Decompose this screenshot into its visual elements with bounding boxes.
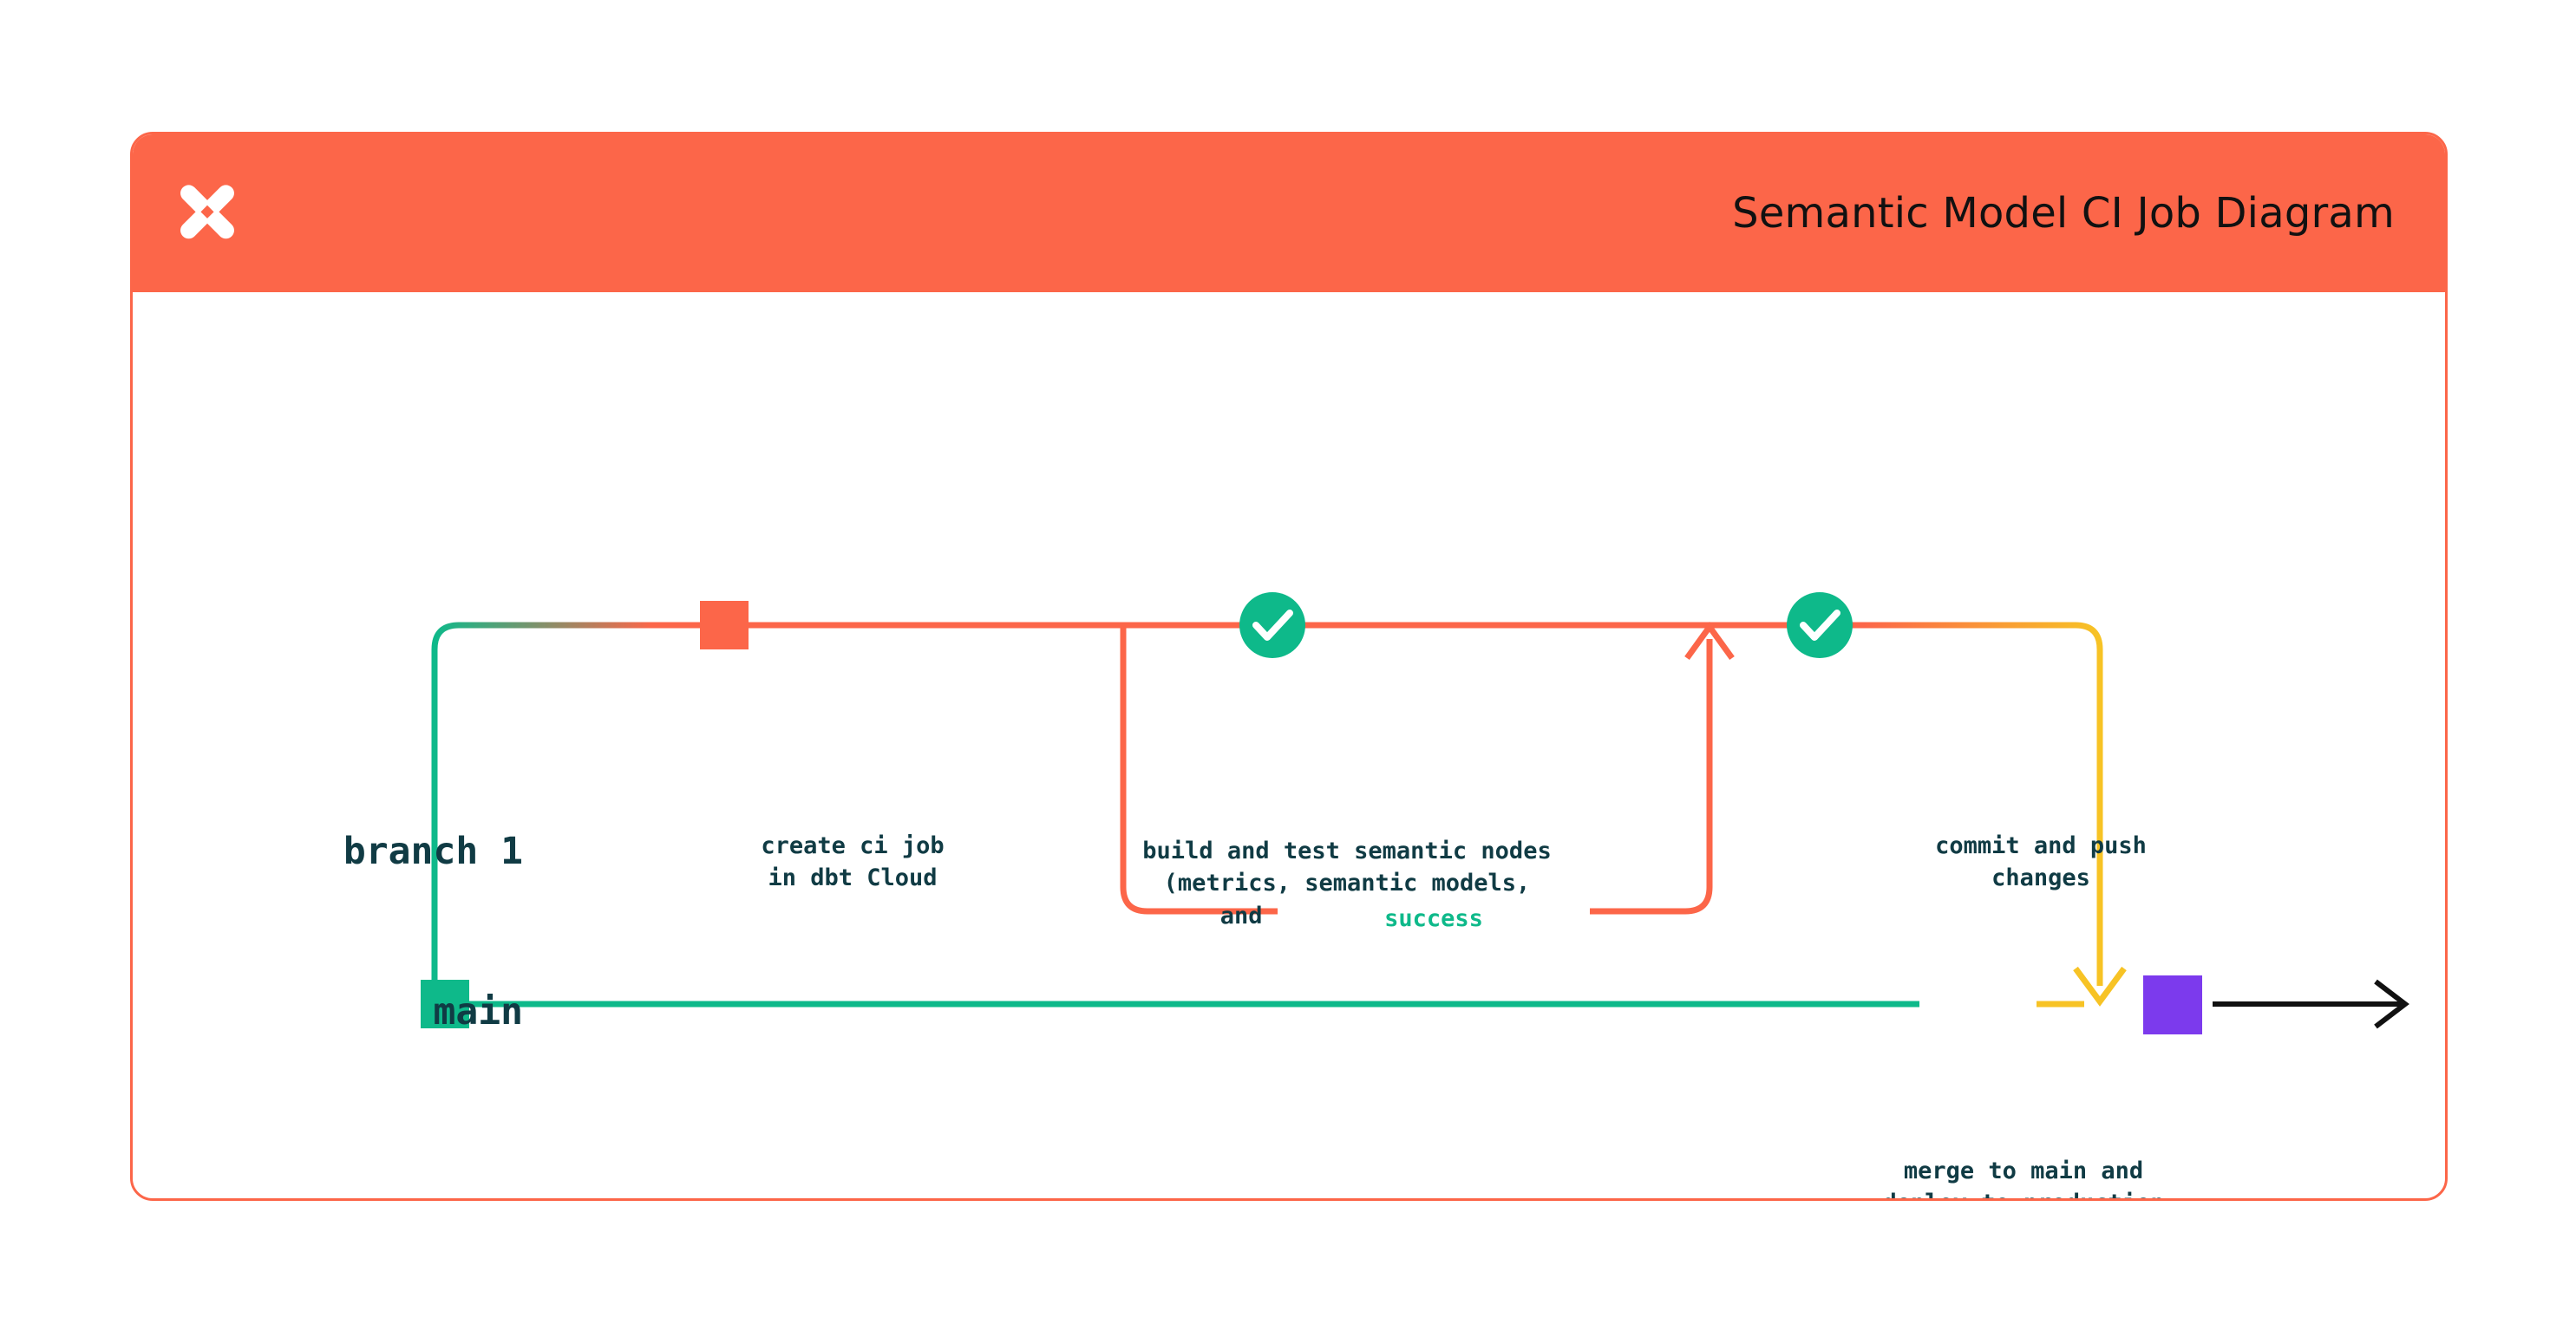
- dbt-x-logo-icon: [171, 177, 244, 250]
- page-title: Semantic Model CI Job Diagram: [1732, 189, 2395, 238]
- diagram-body: branch 1 main create ci job in dbt Cloud…: [133, 292, 2445, 1198]
- node-label-merge-to-main: merge to main and deploy to production: [1882, 1158, 2164, 1198]
- merge-to-main-marker: [2143, 975, 2202, 1034]
- diagram-card: Semantic Model CI Job Diagram: [130, 132, 2448, 1201]
- merge-arrowhead-icon: [2073, 966, 2127, 1007]
- lane-label-main: main: [433, 990, 523, 1034]
- card-header: Semantic Model CI Job Diagram: [133, 134, 2445, 292]
- node-label-create-ci-job: create ci job in dbt Cloud: [761, 832, 945, 892]
- build-and-test-check-icon: [1239, 592, 1305, 658]
- node-label-commit-and-push: commit and push changes: [1935, 832, 2147, 892]
- main-start-marker: [421, 980, 469, 1028]
- flow-graph: [421, 592, 2409, 1034]
- lane-label-branch: branch 1: [343, 830, 523, 873]
- production-arrowhead-icon: [2374, 979, 2409, 1029]
- commit-and-push-check-icon: [1787, 592, 1853, 658]
- create-ci-job-marker: [700, 601, 749, 649]
- merge-descent-curve-top: [1864, 622, 2103, 700]
- success-loop-arrowhead-icon: [1684, 622, 1735, 661]
- branch-split-edge: [431, 622, 653, 1004]
- success-edge-label: success: [1278, 903, 1590, 934]
